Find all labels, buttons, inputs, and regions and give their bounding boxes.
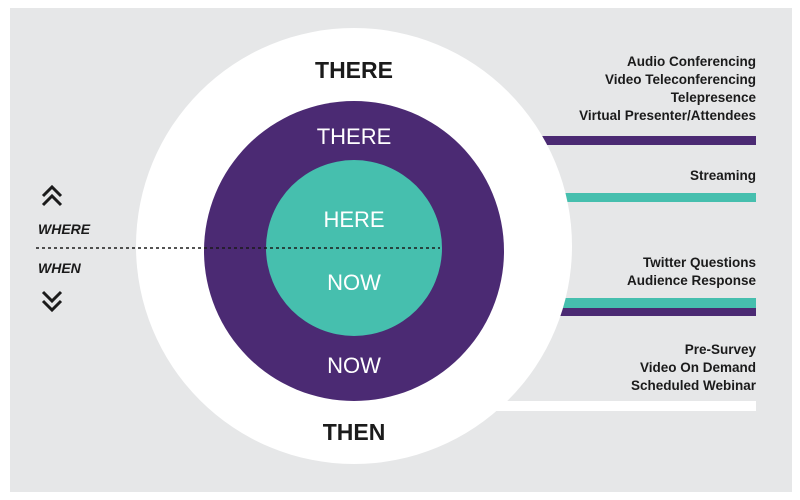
group-1-line-3: Telepresence: [671, 90, 757, 105]
group-1-line-2: Video Teleconferencing: [605, 72, 756, 87]
group-4-line-2: Video On Demand: [640, 360, 756, 375]
group-1-line-4: Virtual Presenter/Attendees: [579, 108, 756, 123]
double-chevron-down-icon: [41, 290, 63, 313]
bar-purple-response: [430, 308, 756, 316]
group-3-line-1: Twitter Questions: [643, 255, 756, 270]
double-chevron-up-icon: [41, 184, 63, 207]
bar-white-bottom: [420, 401, 756, 411]
group-3-line-2: Audience Response: [627, 273, 757, 288]
group-2-line-1: Streaming: [690, 168, 756, 183]
core-bottom-label: NOW: [327, 270, 381, 295]
outer-ring-top-label: THERE: [315, 57, 393, 83]
group-4-line-1: Pre-Survey: [685, 342, 757, 357]
middle-ring-bottom-label: NOW: [327, 353, 381, 378]
group-4-line-3: Scheduled Webinar: [631, 378, 757, 393]
bar-purple-top: [430, 136, 756, 145]
middle-ring-top-label: THERE: [317, 124, 392, 149]
bar-teal-streaming: [400, 193, 756, 202]
bar-teal-response: [400, 298, 756, 308]
core-top-label: HERE: [323, 207, 384, 232]
outer-ring-bottom-label: THEN: [323, 419, 386, 445]
where-label: WHERE: [38, 221, 91, 237]
group-1-line-1: Audio Conferencing: [627, 54, 756, 69]
when-label: WHEN: [38, 260, 82, 276]
